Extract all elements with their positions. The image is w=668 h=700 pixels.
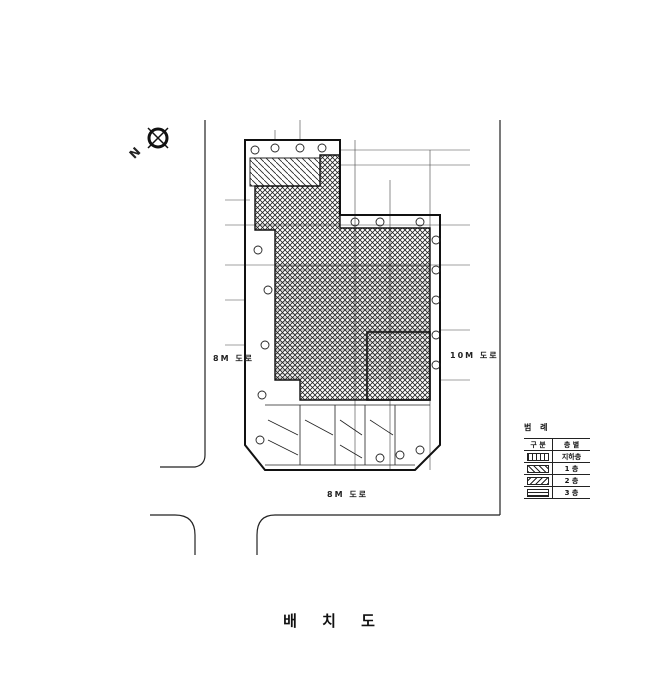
road-label-right: 10M 도로: [450, 351, 499, 360]
road-label-bottom: 8M 도로: [327, 490, 369, 499]
legend-swatch: [527, 488, 549, 497]
legend-label: 2 층: [552, 474, 590, 487]
parking-area: [265, 404, 430, 466]
legend-swatch: [527, 476, 549, 485]
legend-swatch: [527, 464, 549, 473]
floor-1-hatch: [249, 157, 321, 187]
legend-label: 1 층: [552, 462, 590, 475]
floor-2-block: [366, 331, 431, 401]
legend-header: 층 별: [552, 438, 590, 451]
trees: [250, 143, 441, 463]
road-boundaries: [150, 120, 501, 555]
floor-3-lines: [275, 265, 430, 380]
legend-header: 구 분: [524, 438, 553, 451]
legend-swatch: [527, 452, 549, 461]
legend-label: 지하층: [552, 450, 590, 463]
north-arrow-icon: [147, 127, 169, 149]
road-label-left: 8M 도로: [213, 354, 255, 363]
drawing-title: 배 치 도: [283, 612, 385, 630]
legend-title: 범 례: [524, 423, 551, 432]
legend-label: 3 층: [552, 486, 590, 499]
